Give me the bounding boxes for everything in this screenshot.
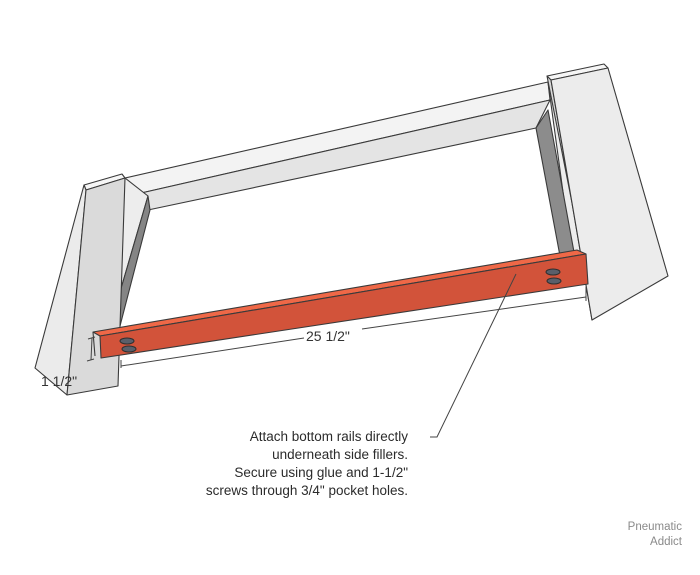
height-dimension-line	[90, 337, 93, 361]
instruction-line-2: underneath side fillers.	[272, 447, 408, 462]
left-leg	[34, 173, 126, 396]
pocket-hole-left-2	[121, 345, 137, 353]
instruction-line-4: screws through 3/4" pocket holes.	[205, 483, 408, 498]
back-rail	[124, 81, 551, 211]
pocket-hole-right-2	[546, 277, 562, 285]
height-dimension-tick-top	[87, 336, 96, 340]
length-dimension	[120, 287, 587, 368]
watermark: Pneumatic Addict	[628, 520, 682, 550]
bottom-rail-front	[99, 253, 589, 359]
instruction-note: Attach bottom rails directly underneath …	[150, 428, 408, 500]
watermark-line-2: Addict	[650, 536, 682, 548]
height-dimension-tick-bottom	[86, 358, 95, 362]
back-rail-inner-face	[127, 99, 551, 211]
length-dimension-line-left	[120, 337, 305, 367]
instruction-line-1: Attach bottom rails directly	[249, 429, 408, 444]
right-leg	[546, 63, 669, 321]
height-dimension	[86, 336, 96, 362]
note-leader-line	[430, 273, 517, 438]
bottom-rail-end-edge	[92, 331, 96, 357]
length-dimension-label: 25 1/2"	[306, 328, 350, 344]
height-dimension-label: 1 1/2"	[41, 373, 77, 389]
length-dimension-line-right	[361, 296, 587, 330]
pocket-hole-right-1	[545, 268, 561, 276]
pocket-hole-left-1	[119, 337, 135, 345]
instruction-line-3: Secure using glue and 1-1/2"	[234, 465, 408, 480]
bottom-rail	[92, 249, 589, 359]
watermark-line-1: Pneumatic	[627, 521, 682, 533]
right-leg-side	[550, 67, 669, 321]
